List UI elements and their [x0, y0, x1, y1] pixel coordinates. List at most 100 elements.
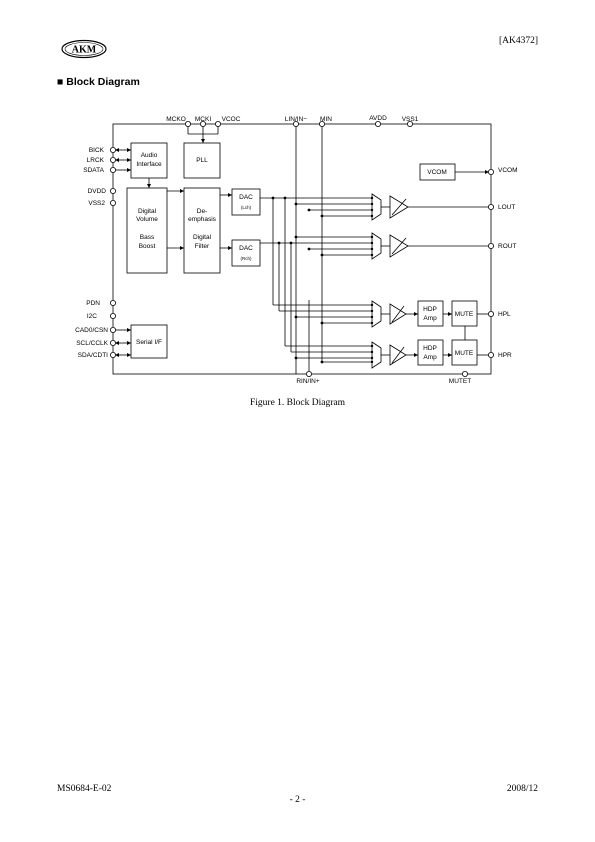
dvol-label-4: Bass [140, 234, 155, 241]
heading-bullet: ■ [57, 76, 64, 88]
pin-i2c [110, 312, 117, 319]
demph-label-4: Digital [193, 234, 212, 241]
pin-mutet [461, 370, 468, 377]
pin-rin [305, 370, 312, 377]
label-i2c: I2C [87, 313, 97, 320]
label-vss2: VSS2 [88, 200, 105, 207]
dvol-label-5: Boost [139, 243, 156, 250]
dvol-label-2: Volume [136, 216, 158, 223]
label-vcom: VCOM [498, 167, 518, 174]
label-avdd: AVDD [369, 115, 387, 122]
dac-l-sublabel: (Lch) [241, 205, 252, 210]
label-cad0: CAD0/CSN [75, 327, 108, 334]
label-rin: RIN/IN+ [296, 378, 320, 385]
amp-rout [389, 234, 409, 258]
label-mcki: MCKI [195, 116, 211, 123]
heading-title: Block Diagram [66, 76, 140, 88]
mute-r-block [451, 339, 478, 366]
label-lout: LOUT [498, 204, 515, 211]
hdp-amp-r-block [417, 339, 444, 366]
label-mcko: MCKO [166, 116, 186, 123]
dac-l-label: DAC [239, 194, 253, 201]
label-hpl: HPL [498, 311, 511, 318]
audio-if-label-2: Interface [136, 161, 162, 168]
label-pdn: PDN [86, 300, 100, 307]
pin-vss1 [406, 121, 413, 128]
demph-label-1: De- [197, 208, 207, 215]
dac-rch-block [231, 239, 261, 267]
label-min: MIN [320, 116, 332, 123]
pin-vss2 [110, 199, 117, 206]
pin-mcki [199, 121, 206, 128]
mixer-rout [371, 232, 382, 260]
document-id: [AK4372] [498, 36, 538, 46]
pin-lout [487, 203, 494, 210]
mute-l-block [451, 300, 478, 327]
pin-sda [110, 351, 117, 358]
amp-lout [389, 195, 409, 219]
mute-l-label: MUTE [455, 311, 474, 318]
pin-sdata [110, 166, 117, 173]
pll-label: PLL [196, 157, 208, 164]
vcom-block-label: VCOM [427, 169, 447, 176]
dac-r-label: DAC [239, 245, 253, 252]
footer-doc-number: MS0684-E-02 [57, 784, 112, 794]
label-lin: LIN/IN− [285, 116, 307, 123]
akm-logo: AKM [61, 39, 107, 59]
chip-outline [112, 123, 492, 375]
page-number: - 2 - [289, 795, 306, 805]
block-diagram: MCKO MCKI VCOC LIN/IN− MIN AVDD VSS1 BIC… [75, 115, 518, 385]
pin-hpr [487, 351, 494, 358]
section-heading: ■ Block Diagram [57, 76, 140, 88]
hdp-amp-l-block [417, 300, 444, 327]
label-sdata: SDATA [83, 167, 104, 174]
mixer-hpr [371, 341, 382, 369]
pin-cad0 [110, 326, 117, 333]
pin-hpl [487, 310, 494, 317]
label-bick: BICK [89, 147, 105, 154]
hdp-l-label-2: Amp [423, 315, 437, 322]
pin-scl [110, 339, 117, 346]
footer-date: 2008/12 [506, 784, 538, 794]
label-scl: SCL/CCLK [76, 340, 108, 347]
logo-text: AKM [72, 45, 97, 56]
hdp-l-label-1: HDP [423, 306, 437, 313]
pin-avdd [374, 121, 381, 128]
pll-block [183, 142, 221, 179]
demph-label-5: Filter [195, 243, 210, 250]
label-dvdd: DVDD [88, 188, 107, 195]
mixer-lout [371, 193, 382, 221]
demph-label-2: emphasis [188, 216, 217, 223]
mute-r-label: MUTE [455, 350, 474, 357]
label-sda: SDA/CDTI [78, 352, 109, 359]
label-lrck: LRCK [87, 157, 105, 164]
label-rout: ROUT [498, 243, 516, 250]
hdp-r-label-1: HDP [423, 345, 437, 352]
figure-caption: Figure 1. Block Diagram [250, 398, 345, 408]
digital-volume-block [126, 187, 168, 274]
amp-hpl-pre [389, 303, 407, 325]
label-vcoc: VCOC [222, 116, 241, 123]
dac-r-sublabel: (Rch) [241, 256, 253, 261]
audio-if-label-1: Audio [141, 152, 158, 159]
dac-lch-block [231, 188, 261, 216]
pin-lin [292, 121, 299, 128]
dvol-label-1: Digital [138, 208, 157, 215]
hdp-r-label-2: Amp [423, 354, 437, 361]
amp-hpr-pre [389, 344, 407, 366]
mixer-hpl [371, 300, 382, 328]
pin-pdn [110, 299, 117, 306]
pin-dvdd [110, 187, 117, 194]
pin-rout [487, 242, 494, 249]
pin-mcko [184, 121, 191, 128]
label-hpr: HPR [498, 352, 512, 359]
pin-lrck [110, 156, 117, 163]
pin-vcom [487, 168, 494, 175]
label-vss1: VSS1 [402, 116, 419, 123]
pin-min [318, 121, 325, 128]
serial-if-block [130, 324, 168, 359]
pin-vcoc [214, 121, 221, 128]
serial-if-label: Serial I/F [136, 339, 162, 346]
pin-bick [110, 146, 117, 153]
label-mutet: MUTET [449, 378, 471, 385]
